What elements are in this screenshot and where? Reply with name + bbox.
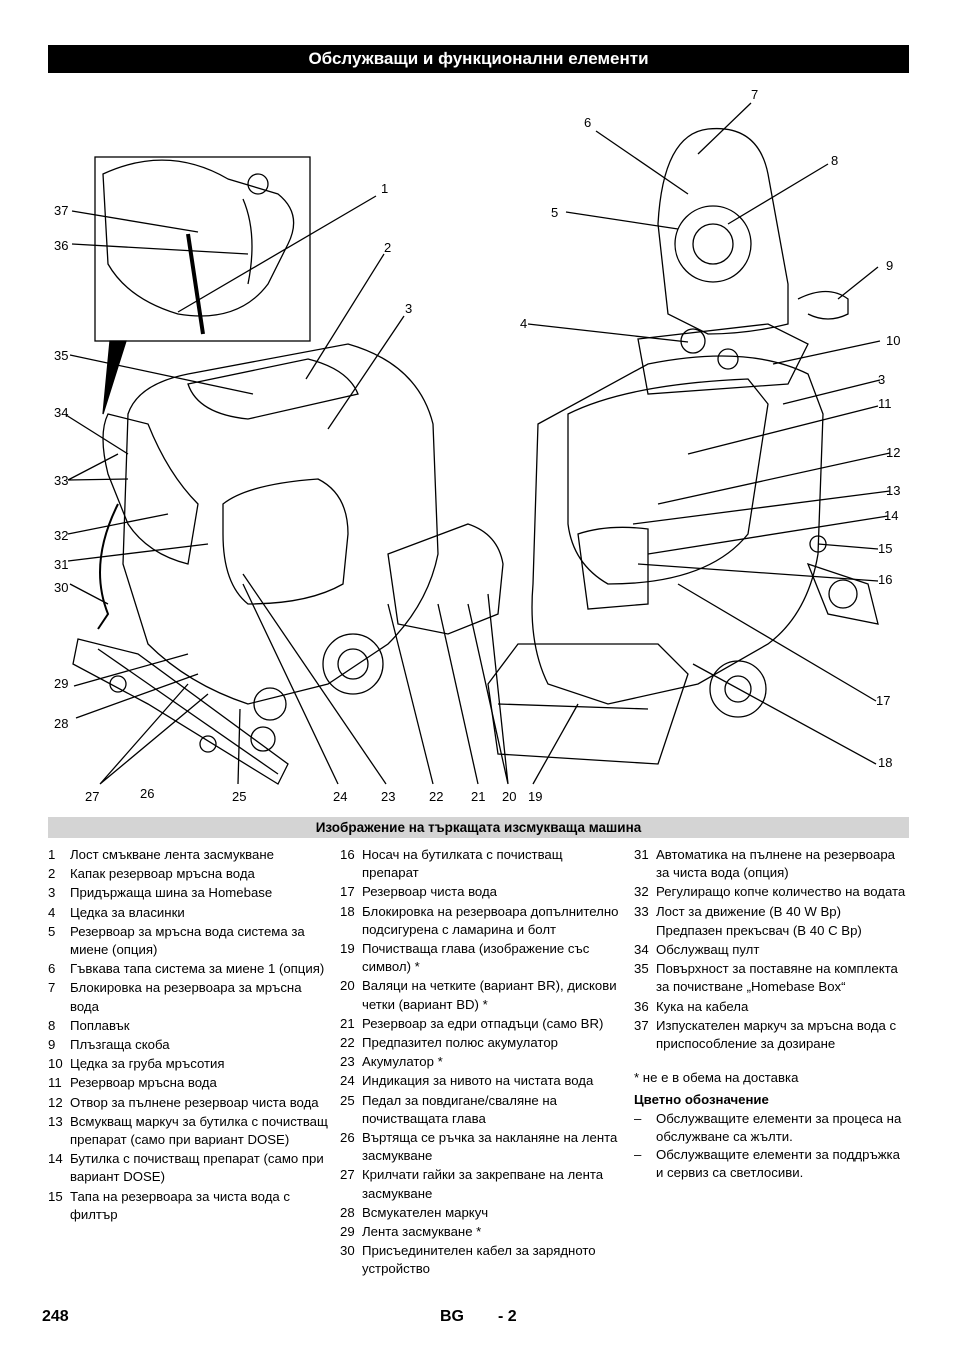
callout-5: 5: [551, 205, 559, 220]
callout-23: 23: [381, 789, 396, 804]
callout-21: 21: [471, 789, 486, 804]
callout-37: 37: [54, 203, 69, 218]
callout-13: 13: [886, 483, 901, 498]
callout-30: 30: [54, 580, 69, 595]
callout-22: 22: [429, 789, 444, 804]
callout-9: 9: [886, 258, 894, 273]
callout-26: 26: [140, 786, 155, 801]
callout-6: 6: [584, 115, 592, 130]
callout-25: 25: [232, 789, 247, 804]
language-code: BG: [440, 1308, 464, 1325]
page-number: 248: [42, 1308, 69, 1325]
callout-4: 4: [520, 316, 528, 331]
callout-28: 28: [54, 716, 69, 731]
callout-35: 35: [54, 348, 69, 363]
list-item: –Обслужващите елементи за процеса на обс…: [634, 1110, 902, 1144]
callout-15: 15: [878, 541, 893, 556]
list-item: –Обслужващите елементи за поддръжка и се…: [634, 1147, 900, 1181]
callout-33: 33: [54, 473, 69, 488]
sub-page: - 2: [498, 1308, 517, 1325]
machine-drawing: [65, 102, 891, 785]
callout-27: 27: [85, 789, 100, 804]
section-title: Обслужващи и функционални елементи: [48, 45, 909, 73]
callout-2: 2: [384, 240, 392, 255]
callout-32: 32: [54, 528, 69, 543]
callout-18: 18: [878, 755, 893, 770]
callout-29: 29: [54, 676, 69, 691]
callout-3: 3: [405, 301, 413, 316]
callout-12: 12: [886, 445, 901, 460]
callout-24: 24: [333, 789, 348, 804]
callout-31: 31: [54, 557, 69, 572]
color-legend-title: Цветно обозначение: [634, 1092, 769, 1108]
callout-20: 20: [502, 789, 517, 804]
footnote: * не е в обема на доставка: [634, 1070, 799, 1086]
callout-1: 1: [381, 181, 389, 196]
callout-11: 11: [878, 396, 892, 411]
callout-10: 10: [886, 333, 901, 348]
callout-3b: 3: [878, 372, 886, 387]
figure-caption: Изображение на търкащата изсмукваща маши…: [48, 817, 909, 838]
callout-34: 34: [54, 405, 69, 420]
callout-16: 16: [878, 572, 893, 587]
machine-illustration: 1 2 3 4 5 6 7 8 9 10 3 11 12 13 14 15 16…: [48, 84, 909, 810]
callout-19: 19: [528, 789, 543, 804]
callout-8: 8: [831, 153, 839, 168]
callout-36: 36: [54, 238, 69, 253]
list-item: Предпазен прекъсвач (B 40 C Bp): [656, 922, 862, 938]
callout-7: 7: [751, 87, 759, 102]
callout-14: 14: [884, 508, 899, 523]
callout-17: 17: [876, 693, 891, 708]
